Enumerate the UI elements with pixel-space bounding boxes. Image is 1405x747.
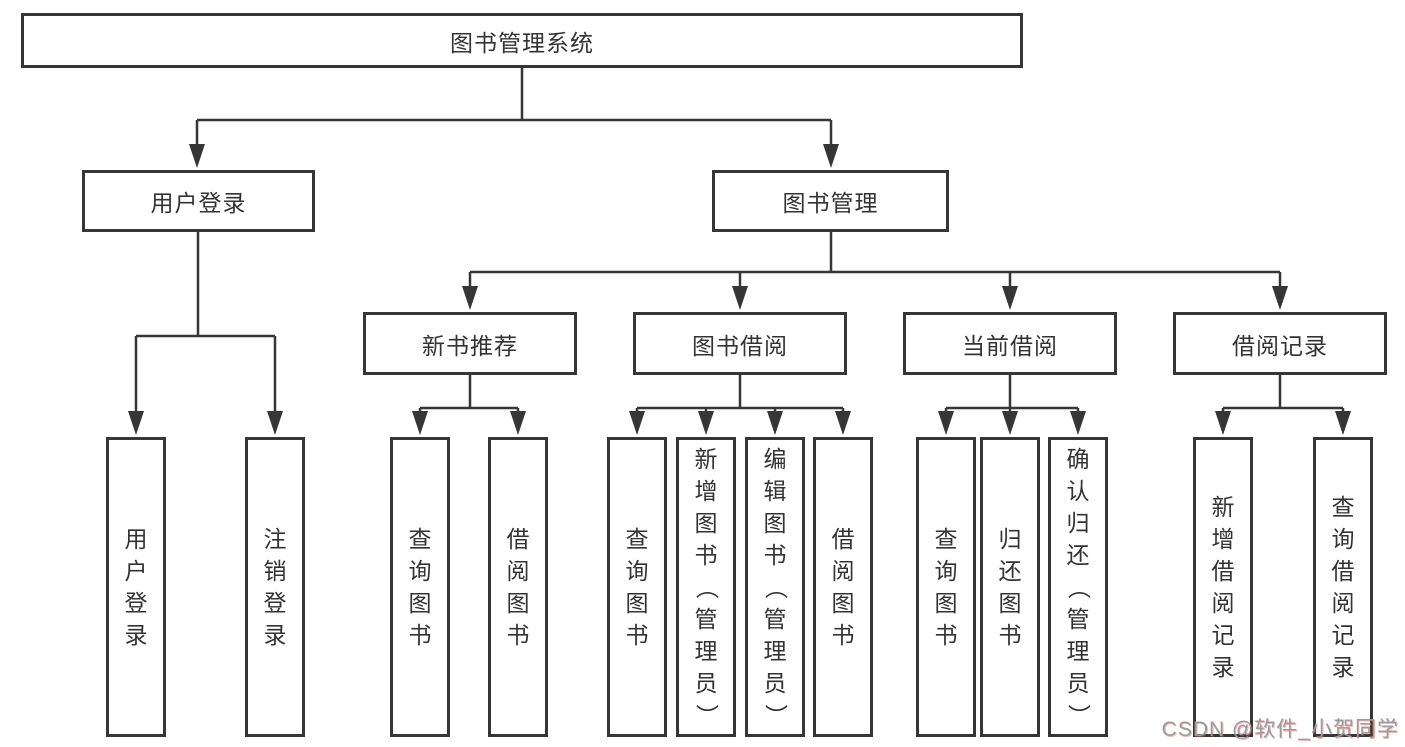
node-library-system: 图书管理系统 (21, 13, 1023, 68)
leaf-user-login: 用户登录 (106, 437, 166, 737)
leaf-bb-query-books: 查询图书 (607, 437, 667, 737)
leaf-cb-confirm-return-admin: 确认归还（管理员） (1048, 437, 1108, 737)
connector-root-to-level2 (189, 66, 839, 168)
node-user-login: 用户登录 (82, 170, 315, 232)
node-book-borrow: 图书借阅 (633, 312, 847, 375)
connector-currentborrow-to-leaves (938, 373, 1086, 435)
leaf-bb-edit-books-admin: 编辑图书（管理员） (745, 437, 805, 737)
leaf-nb-borrow-books: 借阅图书 (488, 437, 548, 737)
leaf-bb-borrow-books: 借阅图书 (813, 437, 873, 737)
leaf-nb-query-books: 查询图书 (390, 437, 450, 737)
connector-newbook-to-leaves (412, 373, 526, 435)
node-borrow-record: 借阅记录 (1173, 312, 1387, 375)
leaf-bb-add-books-admin: 新增图书（管理员） (676, 437, 736, 737)
connector-userlogin-to-leaves (128, 230, 283, 435)
node-book-management: 图书管理 (712, 170, 949, 232)
connector-bookborrow-to-leaves (629, 373, 851, 435)
leaf-br-query-borrow-record: 查询借阅记录 (1313, 437, 1373, 737)
connector-borrowrecord-to-leaves (1215, 373, 1351, 435)
node-current-borrow: 当前借阅 (903, 312, 1117, 375)
leaf-logout-login: 注销登录 (245, 437, 305, 737)
connector-bookmgmt-to-level3 (462, 230, 1288, 310)
leaf-cb-return-books: 归还图书 (980, 437, 1040, 737)
leaf-br-add-borrow-record: 新增借阅记录 (1193, 437, 1253, 737)
leaf-cb-query-books: 查询图书 (916, 437, 976, 737)
node-new-book-recommend: 新书推荐 (363, 312, 577, 375)
watermark: CSDN @软件_小贺同学 (1161, 718, 1399, 741)
